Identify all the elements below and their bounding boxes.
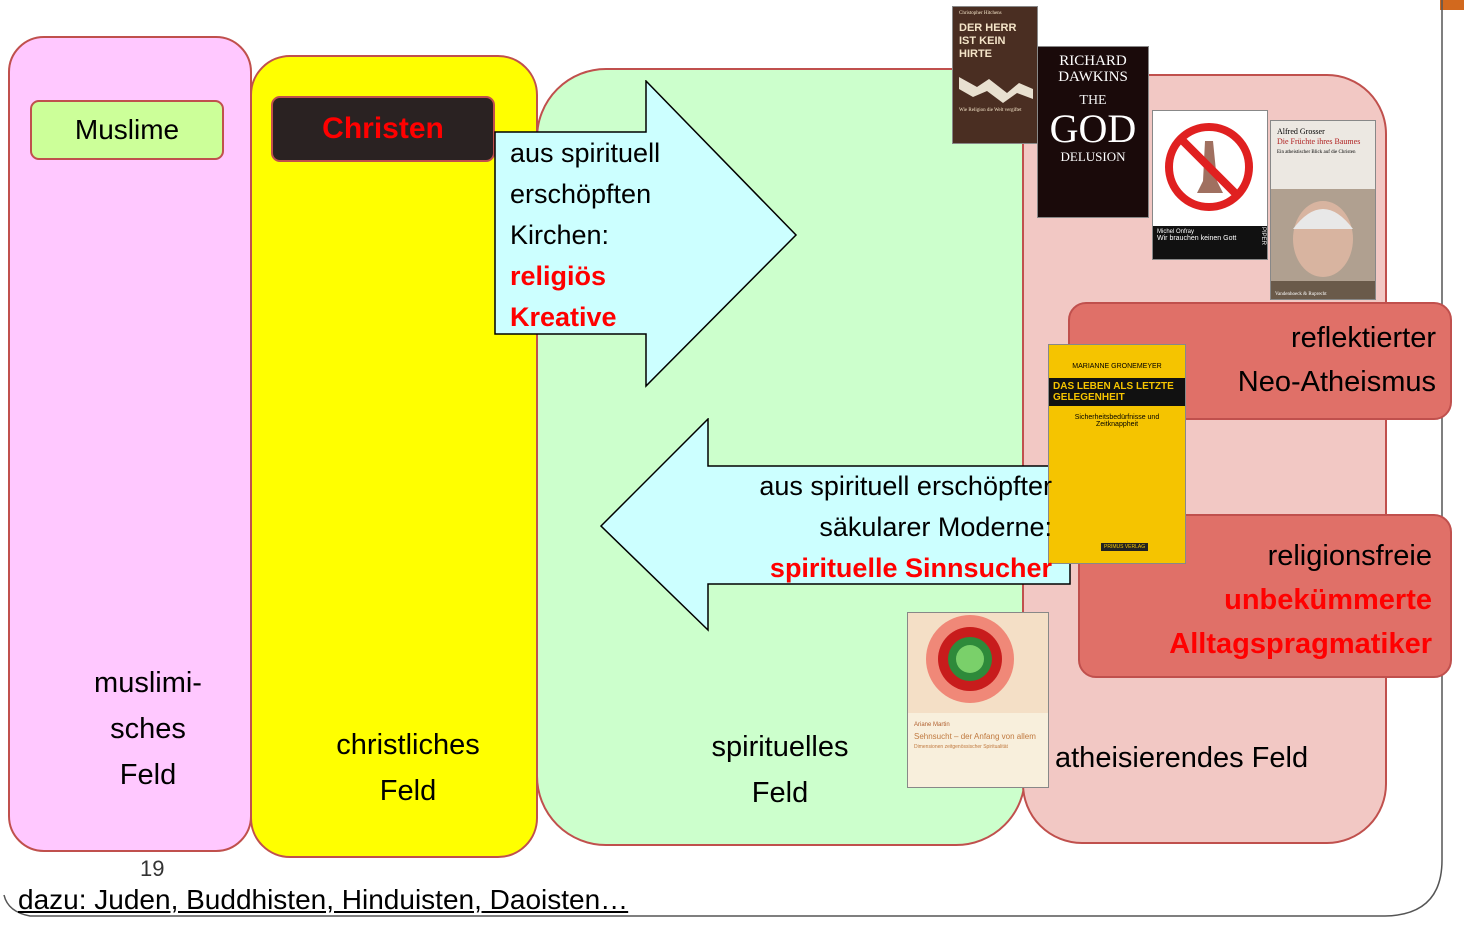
book-grosser-publisher: Vandenhoeck & Ruprecht [1275,292,1327,297]
book-dawkins-title1: THE [1079,93,1107,108]
book-grosser: Alfred Grosser Die Früchte ihres Baumes … [1270,120,1376,300]
atheist-field-label: atheisierendes Feld [1055,742,1309,774]
christian-field [250,55,538,858]
arrow-right-line3: Kirchen: [510,220,610,250]
book-onfray-author: Michel Onfray [1157,229,1195,235]
book-grosser-sub: Ein atheistischer Blick auf die Christen [1277,150,1356,155]
muslim-field-label: muslimi- sches Feld [94,667,202,791]
arrow-right-line4: religiös [510,261,607,291]
book-onfray-title: Wir brauchen keinen Gott [1157,235,1237,242]
religion-free-line1: religionsfreie [1267,540,1432,572]
arrow-right-line1: aus spirituell [510,138,661,168]
arrow-left-text: aus spirituell erschöpfter säkularer Mod… [700,466,1052,589]
book-gronemeyer: MARIANNE GRONEMEYER DAS LEBEN ALS LETZTE… [1048,344,1186,564]
book-gronemeyer-title: DAS LEBEN ALS LETZTE GELEGENHEIT [1049,378,1185,406]
arrow-right-line2: erschöpften [510,179,652,209]
book-onfray: Michel Onfray Wir brauchen keinen Gott P… [1152,110,1268,260]
book-dawkins: RICHARD DAWKINS THE GOD DELUSION [1037,46,1149,218]
arrow-left-line1: aus spirituell erschöpfter [759,471,1052,501]
book-hitchens-sub: Wie Religion die Welt vergiftet [959,108,1022,113]
book-martin: Ariane Martin Sehnsucht – der Anfang von… [907,612,1049,788]
slide-number: 19 [140,856,165,881]
book-grosser-author: Alfred Grosser [1277,127,1325,136]
book-dawkins-title2: GOD [1049,106,1137,151]
corner-mark [1440,0,1464,10]
book-gronemeyer-publisher: PRIMUS VERLAG [1101,543,1149,551]
spiritual-field-label: spirituelles Feld [711,731,849,809]
book-hitchens-crack [959,77,1033,103]
book-martin-title: Sehnsucht – der Anfang von allem [914,732,1036,741]
neo-atheism-line2: Neo-Atheismus [1237,366,1436,398]
book-martin-cover-art [908,613,1048,713]
book-dawkins-author: RICHARD DAWKINS [1058,53,1128,85]
neo-atheism-line1: reflektierter [1290,322,1436,354]
book-gronemeyer-author: MARIANNE GRONEMEYER [1072,363,1162,370]
footer-note: dazu: Juden, Buddhisten, Hinduisten, Dao… [18,884,629,915]
arrow-left-line3: spirituelle Sinnsucher [769,553,1052,583]
book-hitchens-author: Christopher Hitchens [959,11,1002,16]
muslim-field [8,36,252,852]
christian-field-label: christliches Feld [336,729,480,807]
book-dawkins-title3: DELUSION [1060,149,1126,164]
muslime-label: Muslime [30,100,224,160]
portrait-image [1271,189,1375,299]
arrow-left-line2: säkularer Moderne: [819,512,1052,542]
book-gronemeyer-sub: Sicherheitsbedürfnisse und Zeitknappheit [1074,414,1160,428]
religion-free-line2: unbekümmerte [1224,584,1432,616]
no-praying-hands-icon [1165,123,1253,211]
arrow-right [494,80,798,388]
book-onfray-publisher: PIPER [1260,227,1266,246]
arrow-right-text: aus spirituell erschöpften Kirchen: reli… [510,133,710,338]
book-hitchens: Christopher Hitchens DER HERR IST KEIN H… [952,6,1038,144]
christen-label: Christen [271,96,495,162]
book-martin-sub: Dimensionen zeitgenössischer Spiritualit… [914,744,1008,750]
arrow-right-line5: Kreative [510,302,617,332]
book-martin-author: Ariane Martin [914,722,950,728]
book-hitchens-title: DER HERR IST KEIN HIRTE [959,22,1017,60]
religion-free-line3: Alltagspragmatiker [1169,628,1432,660]
book-grosser-title: Die Früchte ihres Baumes [1277,137,1361,146]
